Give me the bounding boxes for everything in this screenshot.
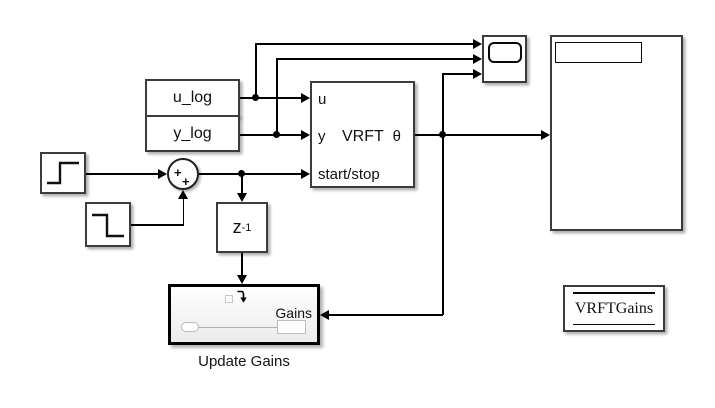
step-up-block[interactable] [40,152,86,194]
y-log-label: y_log [173,124,212,142]
slider-handle-icon [181,322,199,332]
wire-theta-to-scope[interactable] [442,73,444,135]
vrft-title: VRFT [342,128,384,145]
u-log-block[interactable]: u_log [145,79,240,117]
update-gains-subsystem[interactable]: Gains [168,284,320,345]
arrowhead [473,69,482,79]
wire-ylog-to-scope[interactable] [276,58,473,60]
scope-block[interactable] [482,35,527,83]
sum-sign-left: + [174,165,182,180]
wire-theta-to-updategains[interactable] [329,314,443,316]
scope-screen-icon [488,42,522,63]
arrowhead [237,275,247,284]
to-workspace-block[interactable]: VRFTGains [563,285,665,332]
to-workspace-label: VRFTGains [574,299,654,317]
vrft-port-startstop: start/stop [318,166,380,183]
vrft-port-u: u [318,91,327,108]
gains-port-label: Gains [275,305,312,321]
trigger-icon [237,290,247,303]
wire-theta-to-scope[interactable] [442,73,473,75]
wire-unitdelay-to-trigger[interactable] [241,253,243,275]
y-log-block[interactable]: y_log [145,115,240,152]
to-workspace-top-line [573,292,655,294]
arrowhead [301,169,310,179]
unit-delay-block[interactable]: z-1 [216,202,268,253]
step-up-icon [47,161,79,185]
wire-ylog-to-scope[interactable] [276,58,278,135]
wire-step1-to-sum[interactable] [131,224,184,226]
sum-sign-bottom: + [182,174,190,189]
display-value-field [555,42,642,63]
slider-value-box-icon [277,320,306,334]
wire-ylog-to-vrft[interactable] [240,134,302,136]
step-down-block[interactable] [85,202,131,247]
branch-dot [238,170,245,177]
update-gains-caption: Update Gains [198,353,290,370]
arrowhead [541,130,550,140]
arrowhead [320,310,329,320]
unit-delay-base: z [232,217,242,237]
vrft-block[interactable]: u y start/stop VRFT θ [310,81,415,188]
vrft-port-theta: θ [392,128,401,145]
step-down-icon [92,213,124,238]
arrowhead [301,93,310,103]
vrft-port-y: y [318,128,326,145]
wire-theta-to-updategains[interactable] [442,135,444,315]
arrowhead [178,190,188,199]
checkbox-icon [225,295,233,303]
slider-track-icon [198,327,277,328]
wire-ulog-to-scope[interactable] [255,43,473,45]
display-block[interactable] [550,35,683,231]
wire-step-to-sum[interactable] [86,173,159,175]
wire-theta-to-display[interactable] [415,134,541,136]
arrowhead [473,54,482,64]
wire-ulog-to-vrft[interactable] [240,97,302,99]
wire-sum-to-vrft[interactable] [199,173,302,175]
unit-delay-exponent: -1 [241,221,252,234]
arrowhead [237,193,247,202]
arrowhead [158,169,167,179]
wire-ulog-to-scope[interactable] [255,43,257,98]
arrowhead [301,130,310,140]
sum-block[interactable]: + + [167,158,199,190]
to-workspace-bottom-line [573,323,655,325]
arrowhead [473,39,482,49]
wire-sum-to-unitdelay[interactable] [241,174,243,193]
u-log-label: u_log [172,89,213,106]
wire-step1-to-sum[interactable] [182,198,185,225]
